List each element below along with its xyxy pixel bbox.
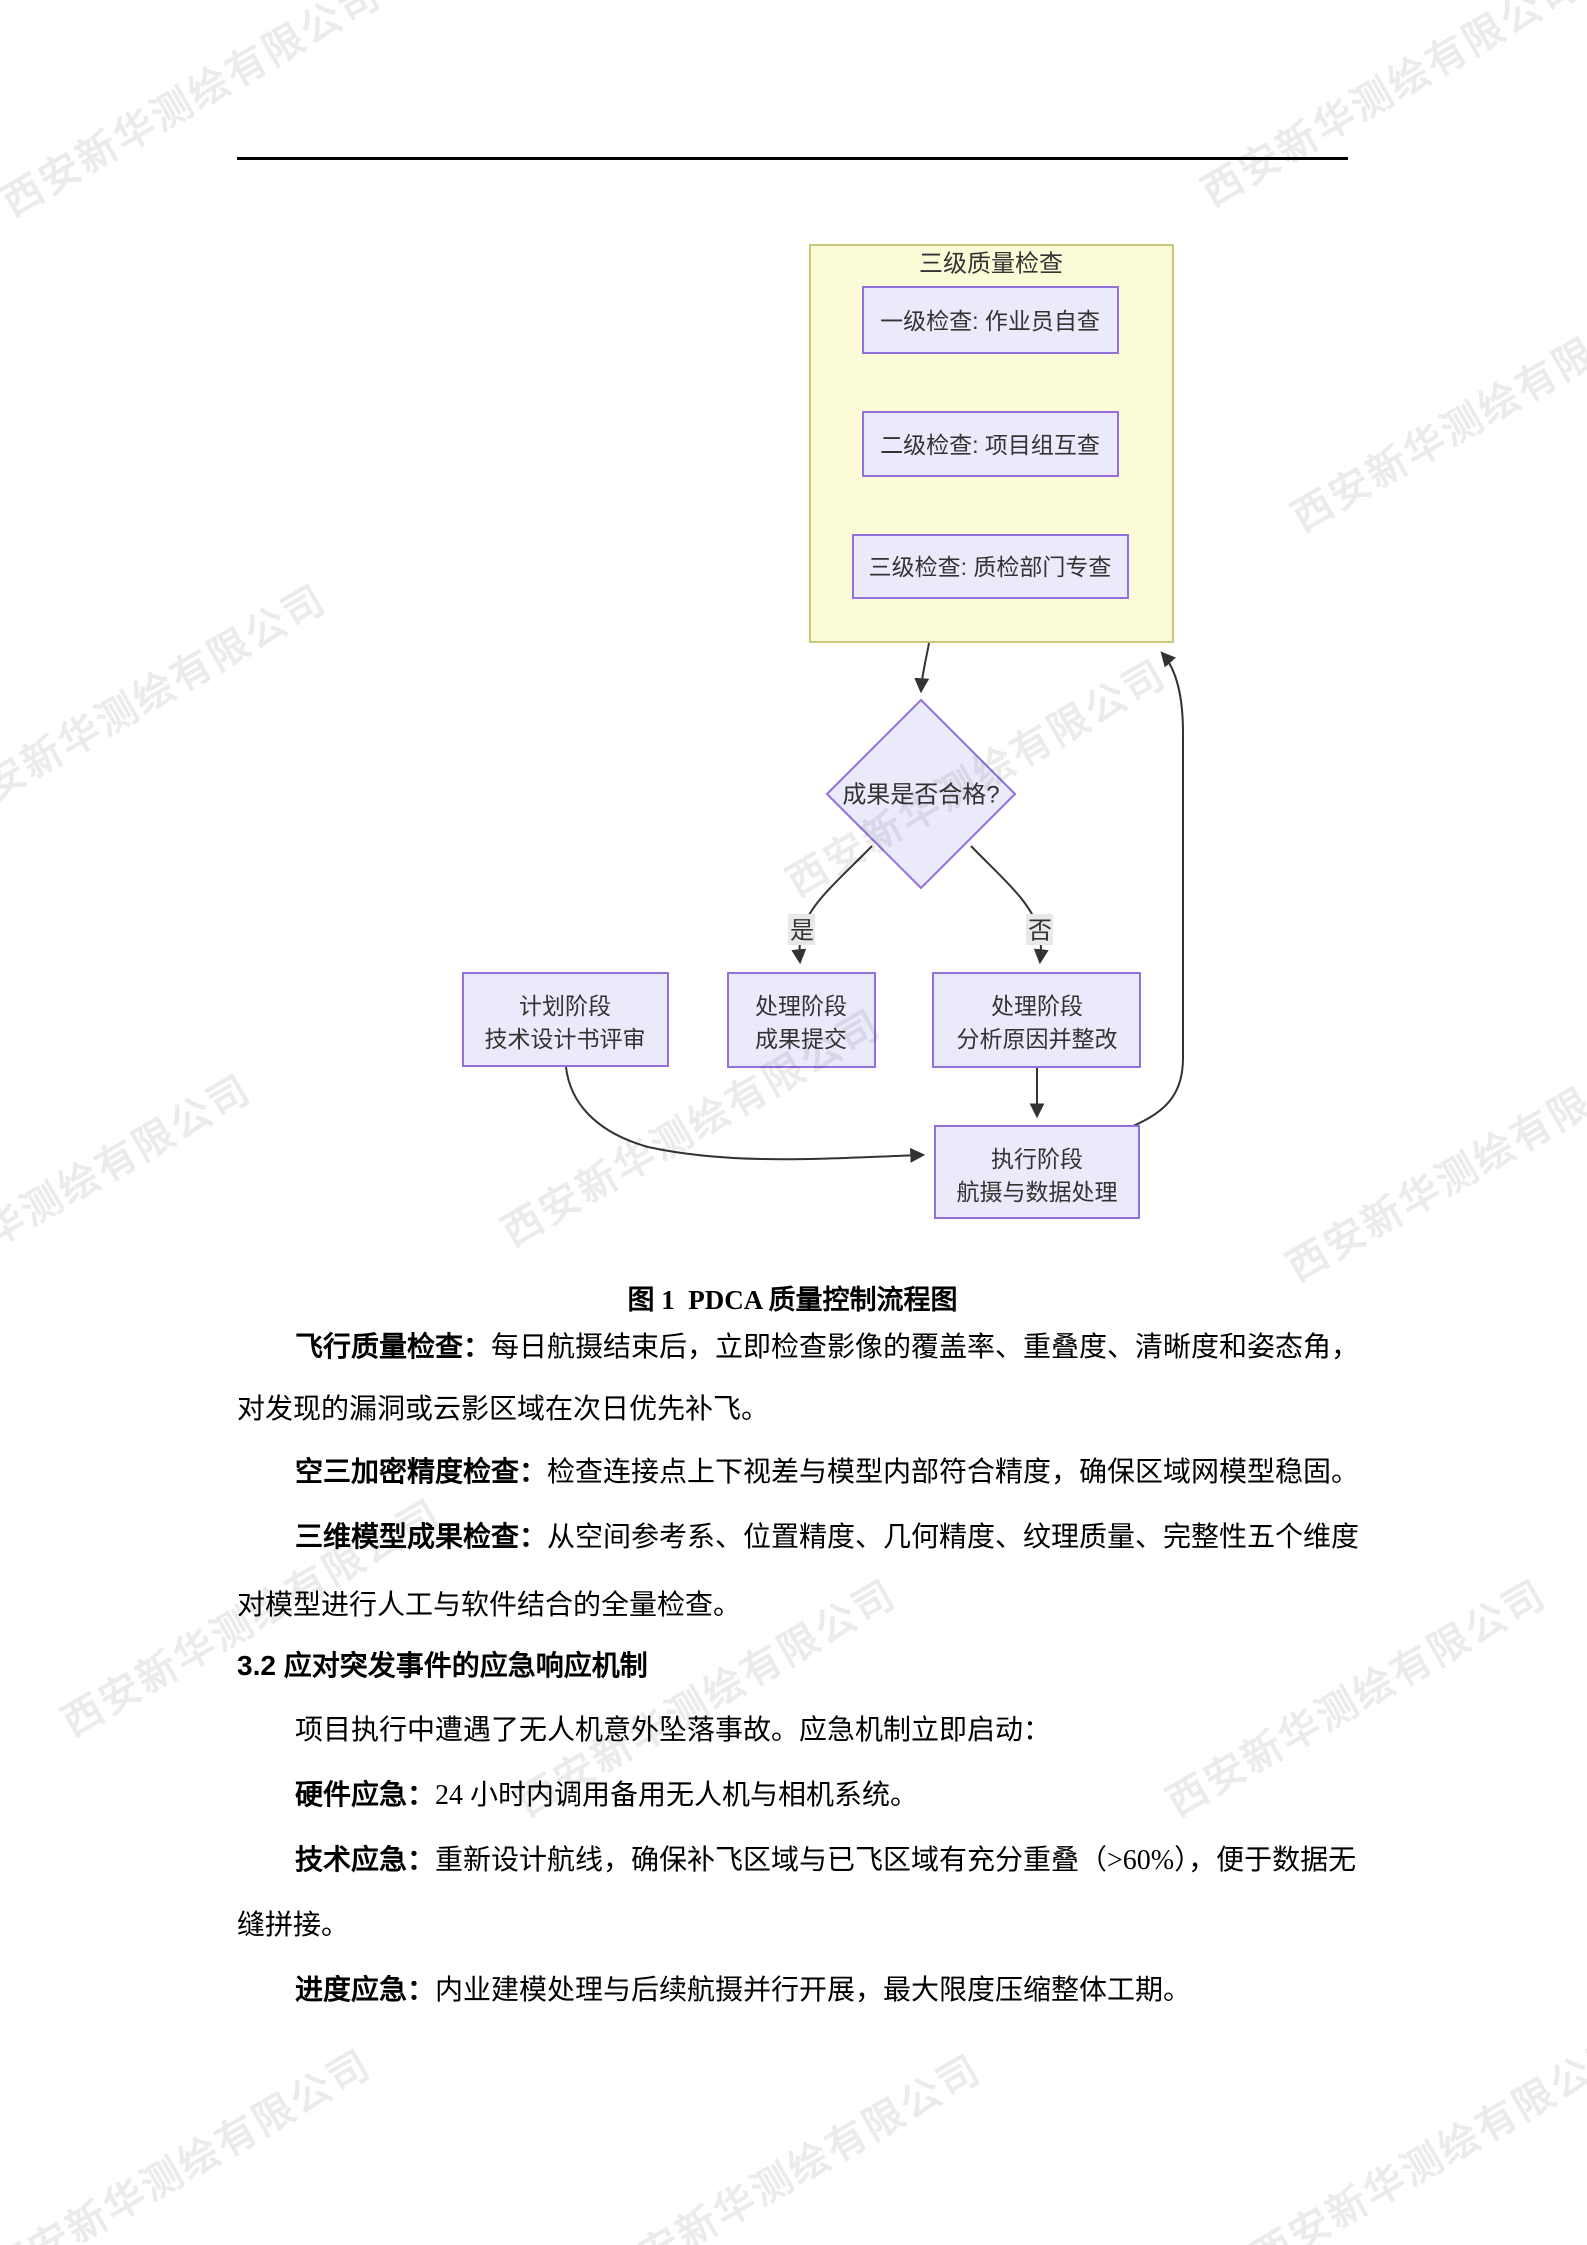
quality-check-group-title: 三级质量检查 <box>919 251 1063 278</box>
header-rule <box>237 157 1348 160</box>
check-box-level1-label: 一级检查: 作业员自查 <box>880 308 1100 334</box>
section-heading-text: 3.2 应对突发事件的应急响应机制 <box>237 1650 648 1681</box>
body-line-text: 从空间参考系、位置精度、几何精度、纹理质量、完整性五个维度 <box>547 1522 1360 1553</box>
check-box-level3-label: 三级检查: 质检部门专查 <box>869 554 1112 580</box>
body-line-text: 对模型进行人工与软件结合的全量检查。 <box>237 1590 742 1621</box>
submit-stage-line2: 成果提交 <box>755 1026 847 1052</box>
body-line-text: 24 小时内调用备用无人机与相机系统。 <box>435 1780 919 1811</box>
body-line-text: 检查连接点上下视差与模型内部符合精度，确保区域网模型稳固。 <box>547 1457 1360 1488</box>
edge-plan-to-execute <box>565 1066 926 1163</box>
body-line: 项目执行中遭遇了无人机意外坠落事故。应急机制立即启动： <box>295 1713 1051 1749</box>
decision-label: 成果是否合格? <box>842 782 999 809</box>
body-line: 技术应急：重新设计航线，确保补飞区域与已飞区域有充分重叠（>60%），便于数据无 <box>295 1843 1356 1879</box>
rectify-stage-line2: 分析原因并整改 <box>957 1026 1118 1052</box>
rectify-stage-line1: 处理阶段 <box>991 993 1083 1019</box>
body-line-text: 重新设计航线，确保补飞区域与已飞区域有充分重叠（>60%），便于数据无 <box>435 1845 1357 1876</box>
no-label: 否 <box>1028 918 1052 945</box>
check-box-level3 <box>852 534 1129 599</box>
check-box-level1 <box>862 286 1119 354</box>
plan-stage-box <box>462 972 669 1067</box>
body-line-text: 项目执行中遭遇了无人机意外坠落事故。应急机制立即启动： <box>295 1715 1052 1746</box>
body-line-text: 对发现的漏洞或云影区域在次日优先补飞。 <box>237 1394 770 1425</box>
check-box-level2 <box>862 411 1119 477</box>
plan-stage-line2: 技术设计书评审 <box>485 1026 646 1052</box>
body-line: 对模型进行人工与软件结合的全量检查。 <box>237 1588 741 1624</box>
body-line-lead: 三维模型成果检查： <box>295 1522 548 1553</box>
execute-stage-line2: 航摄与数据处理 <box>957 1179 1118 1205</box>
body-line: 三维模型成果检查：从空间参考系、位置精度、几何精度、纹理质量、完整性五个维度 <box>295 1520 1359 1556</box>
body-line: 缝拼接。 <box>237 1908 349 1944</box>
body-line-lead: 空三加密精度检查： <box>295 1457 548 1488</box>
check-box-level2-label: 二级检查: 项目组互查 <box>880 432 1100 458</box>
execute-stage-box <box>934 1125 1140 1219</box>
body-line-text: 内业建模处理与后续航摄并行开展，最大限度压缩整体工期。 <box>435 1975 1192 2006</box>
body-line-lead: 进度应急： <box>295 1975 436 2006</box>
decision-diamond <box>825 698 1017 890</box>
edge-feedback-to-group <box>1132 651 1184 1127</box>
body-line: 飞行质量检查：每日航摄结束后，立即检查影像的覆盖率、重叠度、清晰度和姿态角， <box>295 1330 1359 1366</box>
plan-stage-line1: 计划阶段 <box>519 993 611 1019</box>
body-line-text: 缝拼接。 <box>237 1910 350 1941</box>
body-line: 硬件应急：24 小时内调用备用无人机与相机系统。 <box>295 1778 918 1814</box>
section-heading: 3.2 应对突发事件的应急响应机制 <box>237 1648 648 1684</box>
body-line: 对发现的漏洞或云影区域在次日优先补飞。 <box>237 1392 769 1428</box>
submit-stage-line1: 处理阶段 <box>755 993 847 1019</box>
submit-stage-box <box>727 972 876 1068</box>
body-line-lead: 技术应急： <box>295 1845 436 1876</box>
figure-caption: 图 1 PDCA 质量控制流程图 <box>627 1285 958 1315</box>
no-label-bg <box>1026 914 1053 945</box>
rectify-stage-box <box>932 972 1141 1068</box>
yes-label: 是 <box>790 918 814 945</box>
body-line-lead: 硬件应急： <box>295 1780 436 1811</box>
body-line-lead: 飞行质量检查： <box>295 1332 492 1363</box>
execute-stage-line1: 执行阶段 <box>991 1146 1083 1172</box>
edge-group-to-decision <box>914 642 930 694</box>
body-line-text: 每日航摄结束后，立即检查影像的覆盖率、重叠度、清晰度和姿态角， <box>491 1332 1360 1363</box>
yes-label-bg <box>788 914 815 945</box>
body-line: 进度应急：内业建模处理与后续航摄并行开展，最大限度压缩整体工期。 <box>295 1973 1191 2009</box>
body-line: 空三加密精度检查：检查连接点上下视差与模型内部符合精度，确保区域网模型稳固。 <box>295 1455 1359 1491</box>
